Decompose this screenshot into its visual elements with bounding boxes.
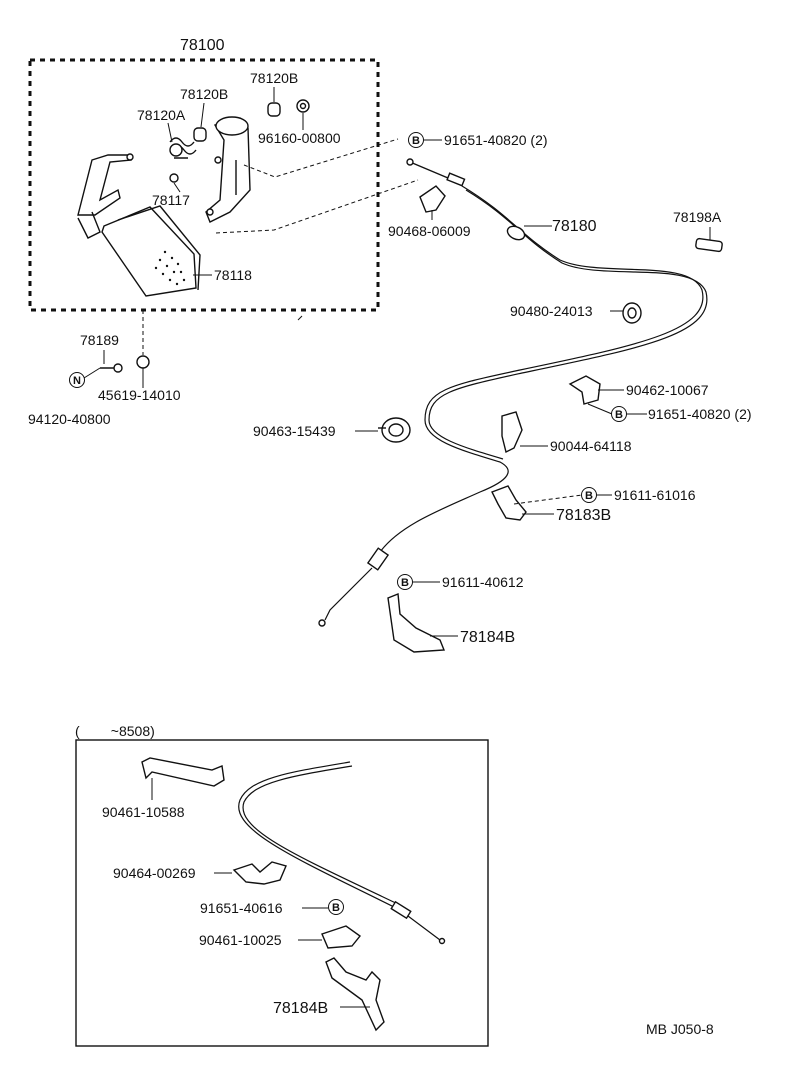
inset-box (75, 739, 489, 1047)
label-94120: 94120-40800 (28, 411, 111, 427)
pedal-pad (101, 205, 201, 297)
label-78189: 78189 (80, 332, 119, 348)
bracket-90461-10025 (321, 925, 362, 949)
inset-cable-outer (242, 765, 403, 907)
label-90461-10025: 90461-10025 (199, 932, 282, 948)
grommet-90480-hole (627, 307, 637, 319)
bracket-90461-10588 (141, 757, 225, 787)
clip-78117 (169, 173, 179, 183)
inset-cable (238, 761, 441, 941)
assembly-label: 78100 (180, 37, 225, 54)
inset-header: ( ~8508) (75, 723, 155, 739)
clip-90468 (419, 185, 446, 213)
inset-cable-tip (438, 937, 446, 945)
clip-90044 (501, 411, 523, 454)
pedal-pad-texture (154, 250, 186, 286)
marker-b-40612 (397, 574, 413, 590)
label-90480: 90480-24013 (510, 303, 593, 319)
label-91651-mid: 91651-40820 (2) (648, 406, 752, 422)
clip-90464 (232, 861, 287, 885)
label-78184B: 78184B (460, 629, 515, 646)
label-91611-40612: 91611-40612 (442, 574, 524, 590)
dashed-link-78183B (513, 494, 583, 505)
label-45619: 45619-14010 (98, 387, 181, 403)
label-78198A: 78198A (673, 209, 722, 225)
spring-78120A (169, 137, 197, 159)
label-91651-top: 91651-40820 (2) (444, 132, 548, 148)
marker-n-text: N (73, 375, 81, 387)
throttle-cable (318, 158, 708, 627)
label-78180: 78180 (552, 218, 597, 235)
assembly-box (28, 58, 380, 312)
label-90461-10588: 90461-10588 (102, 804, 185, 820)
bracket-78184B (387, 593, 446, 653)
bracket-78184B-inset (325, 957, 385, 1032)
stray-tick (297, 315, 303, 321)
marker-b-inset (328, 899, 344, 915)
marker-b-top-text: B (412, 135, 420, 147)
marker-b-inset-text: B (332, 902, 340, 914)
label-90462: 90462-10067 (626, 382, 709, 398)
label-78120B-top: 78120B (250, 70, 298, 86)
inset-cable-end (390, 900, 412, 920)
bracket-90462 (568, 375, 601, 405)
stopper-cap (136, 355, 150, 369)
label-90463: 90463-15439 (253, 423, 336, 439)
marker-b-mid (611, 406, 627, 422)
label-78183B: 78183B (556, 507, 611, 524)
leader-94120 (83, 367, 101, 379)
nut-96160-hole (299, 102, 307, 110)
stopper-bolt (100, 363, 123, 373)
marker-b-top (408, 132, 424, 148)
marker-b-mid-text: B (615, 409, 623, 421)
label-90468: 90468-06009 (388, 223, 471, 239)
footer-code: MB J050-8 (646, 1021, 714, 1037)
bracket-78183B (491, 485, 527, 521)
leader-91651-mid (587, 403, 613, 415)
label-78118: 78118 (214, 267, 252, 283)
label-90044: 90044-64118 (550, 438, 632, 454)
label-78120B-mid: 78120B (180, 86, 228, 102)
pedal-lever-arm (77, 153, 134, 239)
clamp-90463 (378, 417, 411, 443)
label-78184B-inset: 78184B (273, 1000, 328, 1017)
pedal-bracket (205, 116, 251, 223)
bushing-78120B-a (193, 127, 207, 142)
bushing-78120B-b (267, 102, 281, 117)
marker-n (69, 372, 85, 388)
leader-78117 (173, 182, 181, 193)
clip-78198A (695, 237, 723, 253)
marker-b-61016-text: B (585, 490, 593, 502)
dashed-link-cable (215, 179, 419, 234)
leader-78120B-mid (200, 102, 205, 128)
label-96160: 96160-00800 (258, 130, 341, 146)
label-90464: 90464-00269 (113, 865, 196, 881)
dashed-link-bolt (243, 138, 399, 178)
label-78120A: 78120A (137, 107, 186, 123)
label-91611-61016: 91611-61016 (614, 487, 696, 503)
marker-b-40612-text: B (401, 577, 409, 589)
leader-78120A (167, 122, 173, 143)
marker-b-61016 (581, 487, 597, 503)
label-91651-40616: 91651-40616 (200, 900, 283, 916)
label-78117: 78117 (152, 192, 190, 208)
